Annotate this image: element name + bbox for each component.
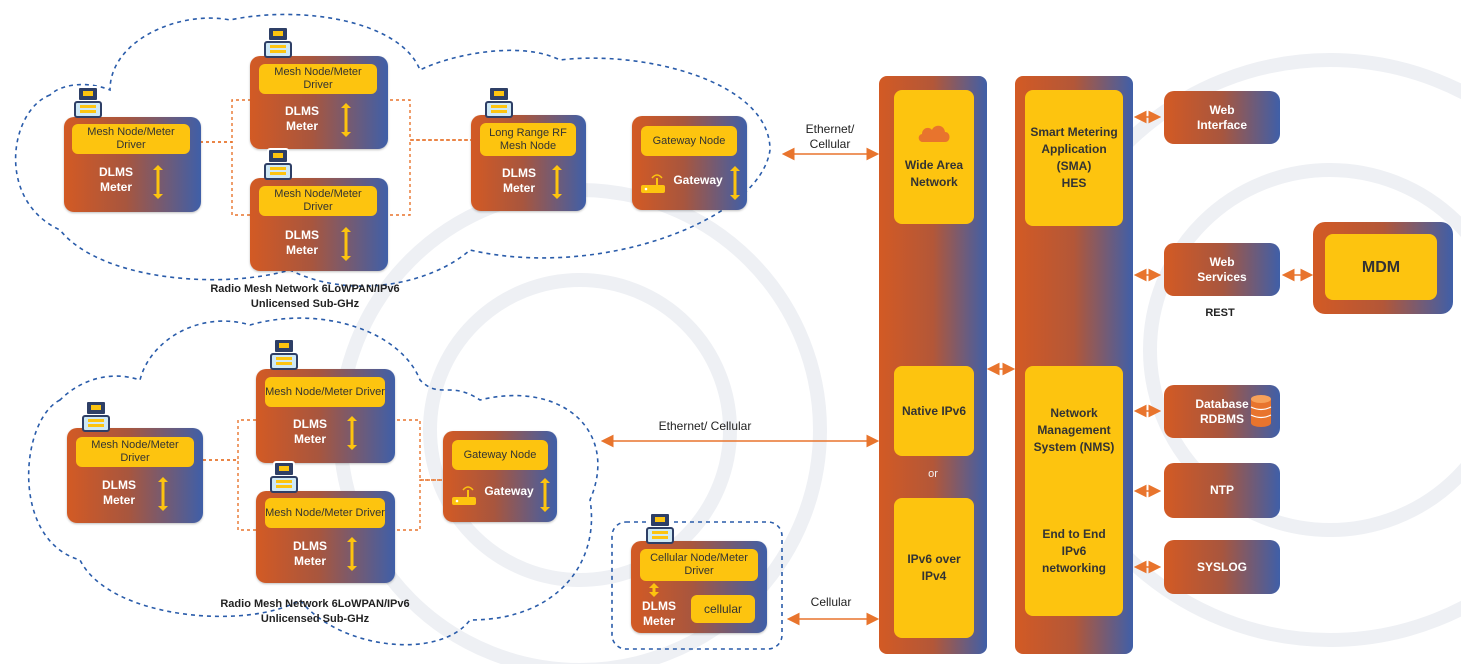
meter-icon [270, 338, 298, 370]
or-label: or [928, 468, 938, 480]
mesh-node-label: Mesh Node/Meter Driver [259, 64, 377, 94]
updown-arrow-icon [346, 416, 358, 450]
sma-box[interactable]: Smart Metering Application (SMA) HES [1025, 90, 1123, 226]
updown-arrow-icon [648, 583, 660, 597]
gateway-node-label: Gateway Node [452, 440, 548, 470]
ntp-box[interactable]: NTP [1164, 463, 1280, 518]
updown-arrow-icon [539, 478, 551, 512]
mesh-node-label: Mesh Node/Meter Driver [76, 437, 194, 467]
syslog-box[interactable]: SYSLOG [1164, 540, 1280, 594]
ipv6-over-ipv4-box[interactable]: IPv6 over IPv4 [894, 498, 974, 638]
mesh-node-label: Mesh Node/Meter Driver [259, 186, 377, 216]
updown-arrow-icon [729, 166, 741, 200]
wan-label: Wide Area Network [904, 158, 964, 189]
mesh-node-label: Mesh Node/Meter Driver [72, 124, 190, 154]
hes-label: HES [1061, 176, 1087, 190]
updown-arrow-icon [340, 103, 352, 137]
meter-icon [485, 86, 513, 118]
gateway-node-card[interactable]: Gateway Node Gateway [632, 116, 747, 210]
ethernet-cellular-label: Ethernet/ Cellular [658, 419, 752, 433]
cellular-link-label: Cellular [810, 595, 852, 609]
cellular-node-label: Cellular Node/Meter Driver [640, 549, 758, 581]
nms-label: Network Management System (NMS) [1033, 406, 1115, 454]
e2e-label: End to End IPv6 networking [1041, 527, 1106, 575]
rest-label: REST [1205, 307, 1235, 319]
mdm-label: MDM [1325, 234, 1437, 300]
top-mesh-cloud [14, 13, 771, 287]
web-services-box[interactable]: Web Services [1164, 243, 1280, 296]
meter-icon [264, 148, 292, 180]
mesh-node-label: Mesh Node/Meter Driver [265, 498, 385, 528]
meter-icon [646, 512, 674, 544]
mesh-links [200, 99, 472, 531]
gateway-label: Gateway [673, 173, 723, 187]
updown-arrow-icon [551, 165, 563, 199]
web-interface-box[interactable]: Web Interface [1164, 91, 1280, 144]
hes-column: Smart Metering Application (SMA) HES Netw… [1015, 76, 1133, 654]
nms-box[interactable]: Network Management System (NMS) End to E… [1025, 366, 1123, 616]
bottom-mesh-cloud [27, 317, 599, 646]
sma-label: Smart Metering Application (SMA) [1030, 125, 1118, 173]
gateway-label: Gateway [484, 484, 534, 498]
database-icon [1250, 395, 1272, 427]
mesh-node-label: Mesh Node/Meter Driver [265, 377, 385, 407]
router-icon [640, 172, 666, 196]
meter-icon [74, 86, 102, 118]
mdm-card[interactable]: MDM [1313, 222, 1453, 314]
meter-icon [82, 400, 110, 432]
updown-arrow-icon [340, 227, 352, 261]
native-ipv6-box[interactable]: Native IPv6 [894, 366, 974, 456]
wan-column: Wide Area Network Native IPv6 or IPv6 ov… [879, 76, 987, 654]
ethernet-cellular-label: Ethernet/ Cellular [805, 122, 855, 151]
cloud-icon [917, 123, 951, 143]
wan-box[interactable]: Wide Area Network [894, 90, 974, 224]
gateway-node-label: Gateway Node [641, 126, 737, 156]
cellular-label: cellular [691, 595, 755, 623]
meter-icon [264, 26, 292, 58]
gateway-node-card[interactable]: Gateway Node Gateway [443, 431, 557, 522]
updown-arrow-icon [152, 165, 164, 199]
updown-arrow-icon [157, 477, 169, 511]
cellular-dashed-box [611, 521, 783, 650]
long-range-label: Long Range RF Mesh Node [480, 123, 576, 156]
router-icon [451, 484, 477, 508]
meter-icon [270, 461, 298, 493]
updown-arrow-icon [346, 537, 358, 571]
link-arrows [600, 110, 1314, 626]
